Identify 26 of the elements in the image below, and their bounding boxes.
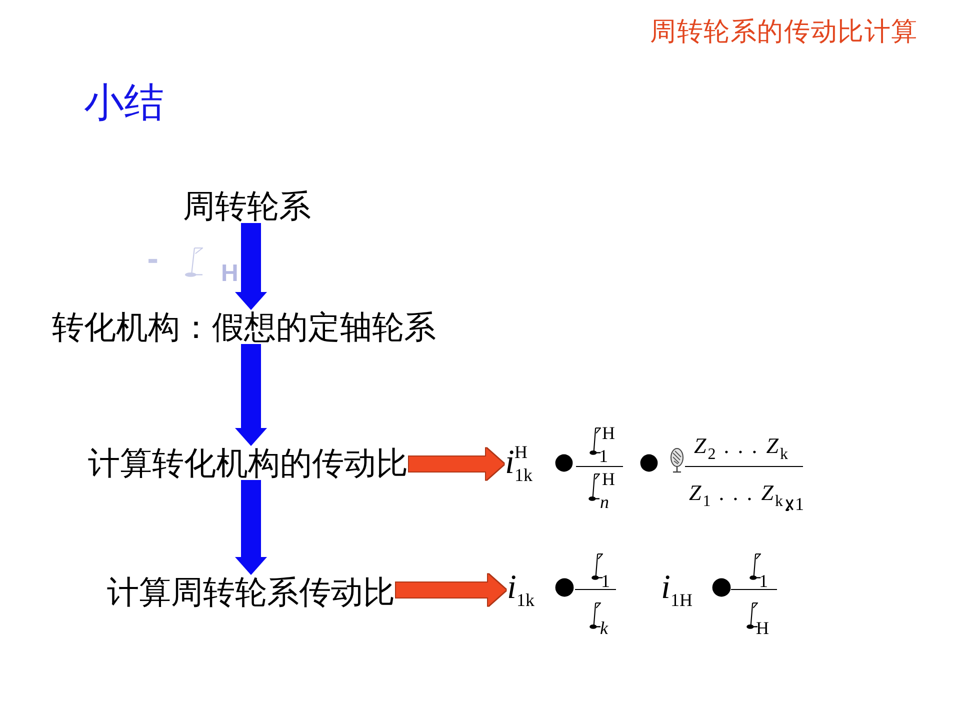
block-arrow: [396, 574, 506, 606]
subscript-text: H: [221, 262, 238, 286]
subscript-text: k: [600, 619, 608, 637]
block-arrow: [409, 448, 504, 480]
step-label: 周转轮系: [183, 190, 311, 222]
subscript-text: 1: [599, 447, 608, 465]
header-text: 周转轮系的传动比计算: [650, 19, 918, 45]
step-label: 转化机构：假想的定轴轮系: [52, 311, 436, 343]
subscript-text: 1: [759, 572, 768, 590]
formula-term: i$_{1H}$: [661, 571, 692, 610]
subscript-text: 1: [601, 572, 610, 590]
block-arrow: [235, 480, 267, 575]
subscript-text: 1: [795, 495, 804, 513]
step-label: 计算周转轮系传动比: [107, 576, 395, 608]
product-term: Z$_{2}$ . . . Z$_{k}$: [694, 435, 790, 461]
title-text: 小结: [84, 83, 164, 123]
superscript-text: H: [602, 470, 615, 488]
product-term: Z$_{1}$ . . . Z$_{k}$: [689, 482, 784, 508]
subscript-text: H: [756, 619, 769, 637]
block-arrow: [235, 344, 267, 446]
formula-term: i$_{1k}$: [507, 571, 534, 610]
subscript-text: n: [600, 493, 609, 511]
block-arrow: [235, 223, 267, 310]
superscript-text: H: [602, 424, 615, 442]
minus-sign: -: [147, 246, 159, 274]
step-label: 计算转化机构的传动比: [88, 447, 408, 479]
